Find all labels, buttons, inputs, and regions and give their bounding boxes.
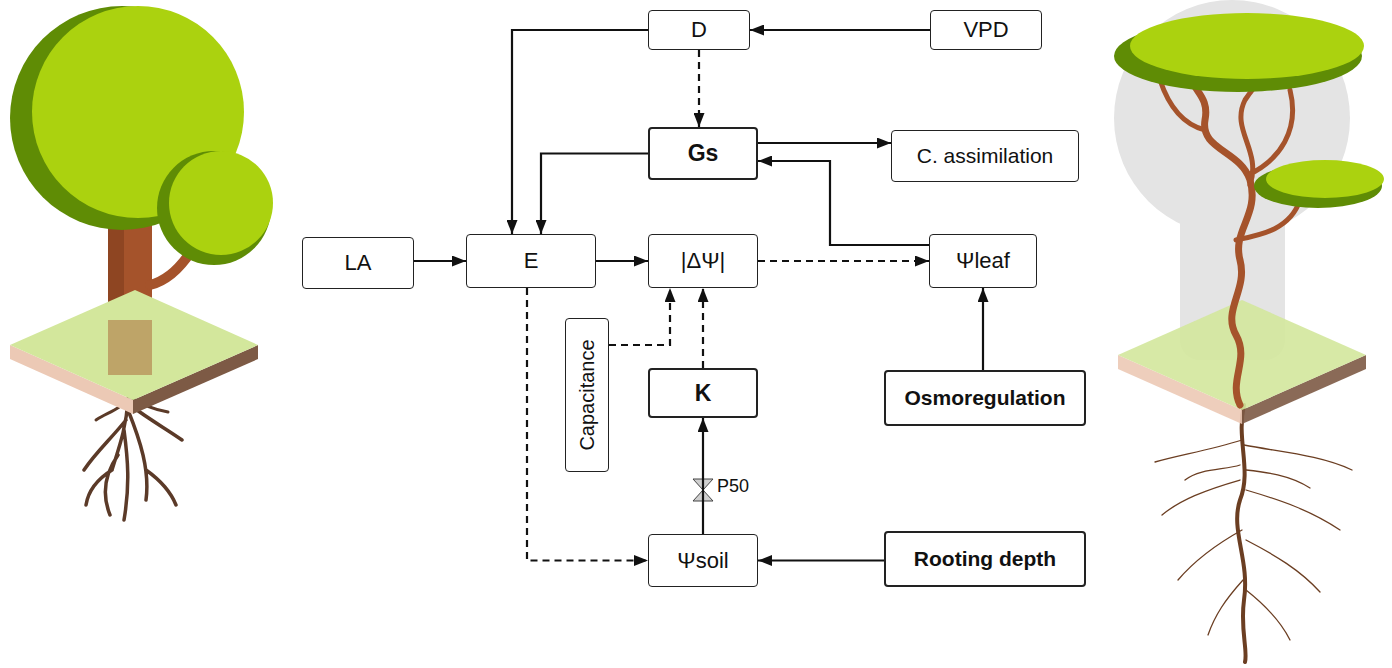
trait-box: Rooting depth — [884, 531, 1086, 587]
node-text: |ΔΨ| — [681, 248, 726, 273]
variable-box: Ψsoil — [648, 534, 758, 587]
variable-box: C. assimilation — [891, 130, 1079, 182]
solid-arrow — [758, 559, 884, 561]
variable-box: VPD — [930, 10, 1042, 50]
node-text: E — [524, 248, 539, 273]
variable-box: E — [466, 234, 596, 288]
variable-box: LA — [302, 237, 414, 289]
trait-box: K — [648, 368, 758, 418]
parameter-label: P50 — [715, 476, 751, 497]
left-tree — [10, 6, 273, 520]
solid-arrow — [758, 142, 891, 144]
node-text: Osmoregulation — [904, 386, 1065, 410]
solid-arrow — [414, 260, 466, 262]
node-text: Ψsoil — [677, 548, 728, 573]
right-tree — [1114, 0, 1384, 662]
variable-box: Ψleaf — [929, 234, 1037, 288]
trait-box: Gs — [648, 127, 758, 180]
node-text: Rooting depth — [914, 547, 1056, 571]
trait-box: Osmoregulation — [884, 370, 1086, 426]
dashed-arrow — [702, 288, 704, 368]
node-text: Capacitance — [576, 339, 599, 450]
solid-arrow — [541, 154, 648, 235]
node-text: C. assimilation — [917, 144, 1054, 168]
dashed-arrow — [609, 288, 670, 345]
node-text: Ψleaf — [956, 248, 1010, 273]
node-text: Gs — [688, 140, 719, 166]
variable-box: |ΔΨ| — [648, 234, 758, 288]
dashed-arrow — [527, 288, 648, 561]
store-box: Capacitance — [565, 318, 609, 472]
variable-box: D — [648, 10, 750, 50]
node-text: K — [695, 380, 712, 406]
dashed-arrow — [698, 50, 700, 127]
solid-arrow — [512, 30, 648, 234]
solid-arrow — [702, 418, 704, 534]
node-text: D — [691, 17, 707, 42]
dashed-arrow — [758, 260, 929, 262]
node-text: VPD — [963, 17, 1008, 42]
node-text: LA — [345, 250, 372, 275]
solid-arrow — [596, 260, 648, 262]
solid-arrow — [982, 288, 984, 370]
solid-arrow — [750, 29, 930, 31]
